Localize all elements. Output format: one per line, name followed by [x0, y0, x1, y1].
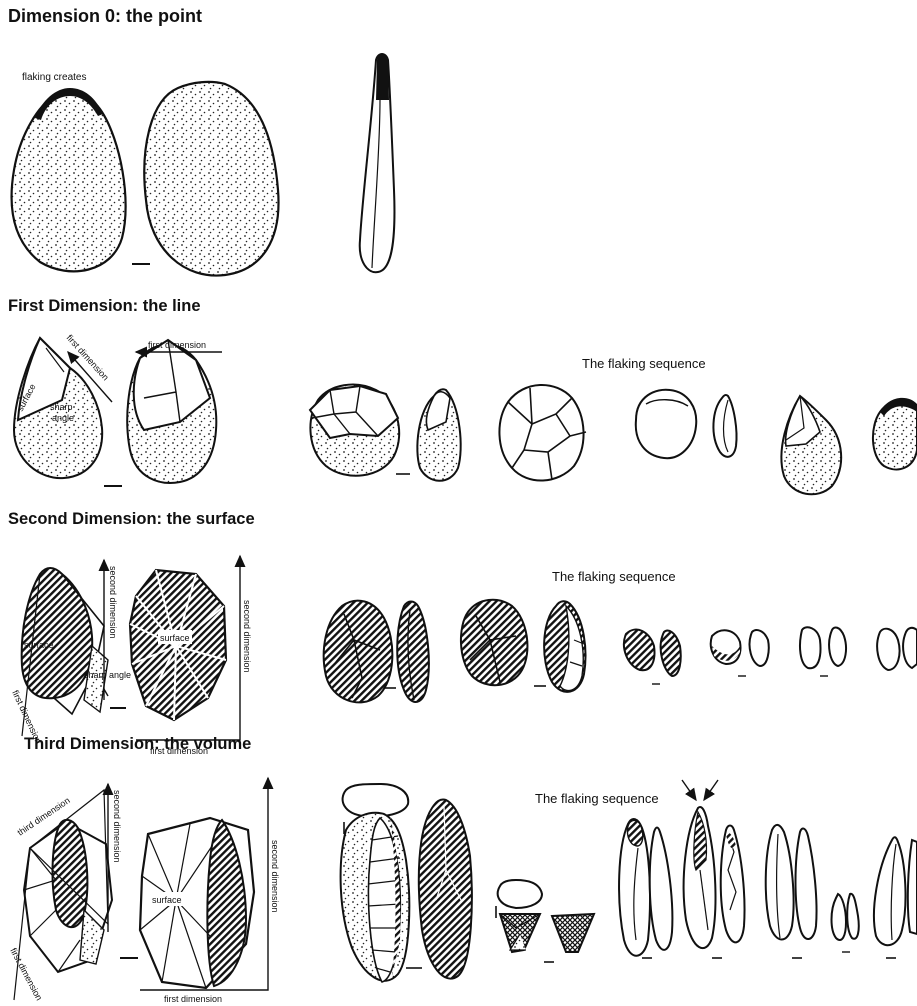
label-sharp: sharp — [50, 402, 73, 412]
flaking-sequence-title-3: The flaking sequence — [535, 791, 659, 806]
label-second-dimension-right-3: second dimension — [270, 840, 280, 913]
pebble-profile — [144, 82, 278, 276]
label-first-dimension-bottom-3: first dimension — [164, 994, 222, 1004]
label-first-dimension-diag-3: first dimension — [8, 946, 44, 1002]
label-angle: angle — [52, 413, 74, 423]
flaking-sequence-row-3 — [341, 780, 917, 982]
label-second-dimension-left: second dimension — [108, 566, 118, 639]
label-first-dimension-bottom: first dimension — [150, 746, 208, 756]
label-surface-volume: surface — [152, 895, 182, 905]
label-second-dimension-left-3: second dimension — [112, 790, 122, 863]
flaking-sequence-title-1: The flaking sequence — [582, 356, 706, 371]
surface-diagram-right — [130, 570, 226, 720]
line-diagram-right — [127, 340, 216, 483]
label-first-dimension-top: first dimension — [148, 340, 206, 350]
label-surface-second-left: surface — [24, 640, 54, 650]
elongated-section — [360, 54, 395, 272]
label-second-dimension-right: second dimension — [242, 600, 252, 673]
flaking-sequence-row-2 — [324, 600, 917, 703]
label-sharp-angle: sharp angle — [84, 670, 131, 680]
label-surface-right: surface — [160, 633, 190, 643]
pebble-with-point — [12, 88, 126, 271]
label-flaking-creates: flaking creates — [22, 72, 86, 83]
flaking-sequence-row-1 — [310, 385, 917, 495]
flaking-sequence-title-2: The flaking sequence — [552, 569, 676, 584]
